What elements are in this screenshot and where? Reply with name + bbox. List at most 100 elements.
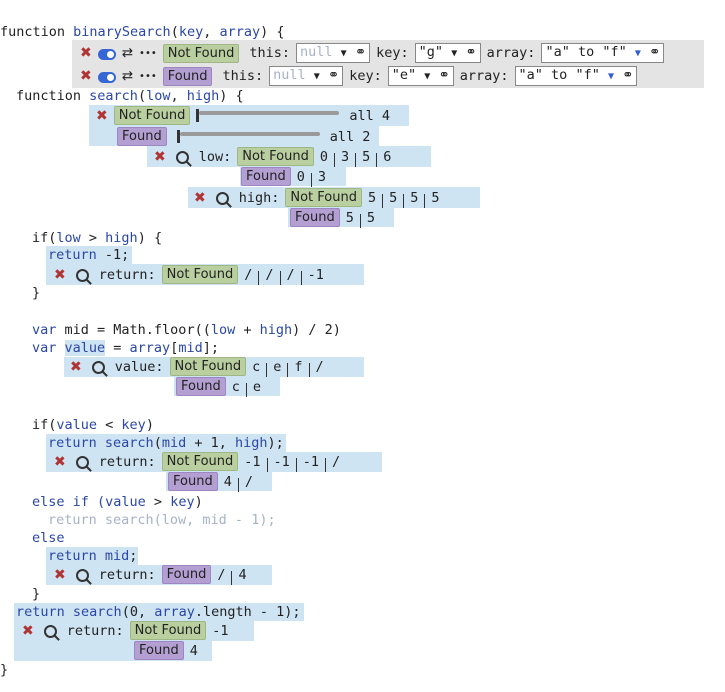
probe-value: 5 bbox=[410, 189, 419, 206]
array-select[interactable]: "a" to "f" ▼ ⚭ bbox=[541, 43, 665, 63]
call-row-2: ✖ ⇄ ••• Found this: null ▼ ⚭ key: "e" ▼ … bbox=[80, 66, 638, 86]
search-icon[interactable] bbox=[75, 269, 89, 282]
delete-icon[interactable]: ✖ bbox=[154, 148, 166, 165]
search-icon[interactable] bbox=[175, 151, 189, 164]
delete-icon[interactable]: ✖ bbox=[54, 566, 66, 583]
probe-value: 5 bbox=[389, 189, 398, 206]
code-highlight bbox=[46, 246, 132, 264]
probe-value: / bbox=[332, 453, 341, 470]
probe-low: ✖ low: Not Found 0 3 5 6 bbox=[154, 147, 392, 167]
status-badge: Found bbox=[241, 167, 291, 186]
swap-icon[interactable]: ⇄ bbox=[121, 68, 134, 84]
link-icon: ⚭ bbox=[622, 67, 634, 83]
probe-label: high: bbox=[238, 189, 280, 206]
probe-value: / bbox=[286, 266, 295, 283]
status-badge: Found bbox=[161, 565, 212, 584]
code-line-close-if: } bbox=[32, 285, 41, 301]
probe-label: return: bbox=[98, 566, 156, 583]
this-label: this: bbox=[222, 68, 264, 84]
slider-thumb[interactable] bbox=[176, 130, 180, 143]
slider-track[interactable] bbox=[179, 131, 320, 136]
probe-low-found: Found 0 3 bbox=[241, 167, 326, 187]
key-select[interactable]: "g" ▼ ⚭ bbox=[414, 43, 481, 63]
array-label: array: bbox=[459, 68, 509, 84]
probe-value: -1 bbox=[244, 453, 261, 470]
probe-value: e bbox=[252, 378, 261, 395]
probe-label: low: bbox=[198, 148, 232, 165]
status-badge: Not Found bbox=[161, 452, 239, 471]
status-badge: Not Found bbox=[285, 188, 362, 207]
more-icon[interactable]: ••• bbox=[139, 47, 157, 59]
slider-label: all 4 bbox=[349, 107, 390, 124]
delete-icon[interactable]: ✖ bbox=[22, 622, 34, 639]
code-line-close-search: } bbox=[32, 586, 41, 602]
array-select[interactable]: "a" to "f" ▼ ⚭ bbox=[514, 66, 638, 86]
slider-row-2: Found all 2 bbox=[117, 127, 370, 146]
key-select[interactable]: "e" ▼ ⚭ bbox=[387, 66, 454, 86]
probe-value-found: Found c e bbox=[176, 377, 261, 397]
toggle-icon[interactable] bbox=[97, 48, 116, 60]
slider-track[interactable] bbox=[199, 110, 340, 115]
key-label: key: bbox=[376, 45, 409, 61]
probe-value: / bbox=[244, 266, 253, 283]
probe-ret4: ✖ return: Found / 4 bbox=[54, 565, 247, 585]
probe-value: c bbox=[252, 358, 261, 375]
status-badge: Found bbox=[134, 641, 184, 660]
status-badge: Found bbox=[176, 377, 226, 396]
code-highlight bbox=[14, 603, 304, 621]
status-badge: Not Found bbox=[129, 621, 207, 640]
status-badge: Found bbox=[290, 208, 340, 227]
code-line-else: else bbox=[32, 530, 65, 546]
probe-value: ✖ value: Not Found c e f / bbox=[70, 357, 324, 377]
link-icon: ⚭ bbox=[649, 44, 661, 60]
toggle-icon[interactable] bbox=[97, 71, 116, 83]
link-icon: ⚭ bbox=[438, 67, 450, 83]
delete-icon[interactable]: ✖ bbox=[54, 266, 66, 283]
status-badge: Not Found bbox=[161, 265, 239, 284]
this-select[interactable]: null ▼ ⚭ bbox=[296, 43, 371, 63]
search-icon[interactable] bbox=[215, 192, 229, 205]
delete-icon[interactable]: ✖ bbox=[194, 189, 206, 206]
delete-icon[interactable]: ✖ bbox=[54, 453, 66, 470]
this-select[interactable]: null ▼ ⚭ bbox=[269, 66, 344, 86]
probe-value: -1 bbox=[307, 266, 324, 283]
probe-value: e bbox=[273, 358, 282, 375]
status-badge: Not Found bbox=[162, 43, 240, 63]
probe-value: f bbox=[294, 358, 303, 375]
delete-icon[interactable]: ✖ bbox=[96, 107, 108, 124]
code-highlight bbox=[46, 434, 286, 452]
delete-icon[interactable]: ✖ bbox=[70, 358, 82, 375]
delete-icon[interactable]: ✖ bbox=[80, 45, 92, 61]
probe-value: / bbox=[315, 358, 324, 375]
probe-value: c bbox=[231, 378, 240, 395]
code-highlight bbox=[46, 547, 138, 565]
probe-label: return: bbox=[66, 622, 124, 639]
array-label: array: bbox=[486, 45, 536, 61]
slider-thumb[interactable] bbox=[196, 109, 200, 122]
search-icon[interactable] bbox=[75, 456, 89, 469]
more-icon[interactable]: ••• bbox=[139, 70, 157, 82]
status-badge: Not Found bbox=[169, 357, 247, 376]
call-row-1: ✖ ⇄ ••• Not Found this: null ▼ ⚭ key: "g… bbox=[80, 43, 665, 63]
swap-icon[interactable]: ⇄ bbox=[121, 45, 134, 61]
probe-high-found: Found 5 5 bbox=[290, 208, 375, 228]
status-badge: Not Found bbox=[113, 106, 191, 125]
probe-ret1: ✖ return: Not Found / / / -1 bbox=[54, 265, 324, 285]
code-line-binarysearch-header: function binarySearch(key, array) { bbox=[0, 24, 285, 40]
probe-value: 6 bbox=[383, 148, 392, 165]
probe-value: 3 bbox=[317, 168, 326, 185]
probe-value: 0 bbox=[296, 168, 305, 185]
probe-label: value: bbox=[114, 358, 164, 375]
probe-value: 5 bbox=[362, 148, 371, 165]
probe-value: / bbox=[265, 266, 274, 283]
code-line-return-search-low-mid: return search(low, mid - 1); bbox=[48, 512, 276, 528]
search-icon[interactable] bbox=[43, 625, 57, 638]
probe-value: / bbox=[244, 473, 253, 490]
probe-high: ✖ high: Not Found 5 5 5 5 bbox=[194, 188, 440, 208]
delete-icon[interactable]: ✖ bbox=[80, 68, 92, 84]
link-icon: ⚭ bbox=[354, 44, 367, 60]
probe-value: -1 bbox=[273, 453, 290, 470]
search-icon[interactable] bbox=[75, 569, 89, 582]
probe-value: 5 bbox=[367, 189, 377, 206]
search-icon[interactable] bbox=[91, 361, 105, 374]
